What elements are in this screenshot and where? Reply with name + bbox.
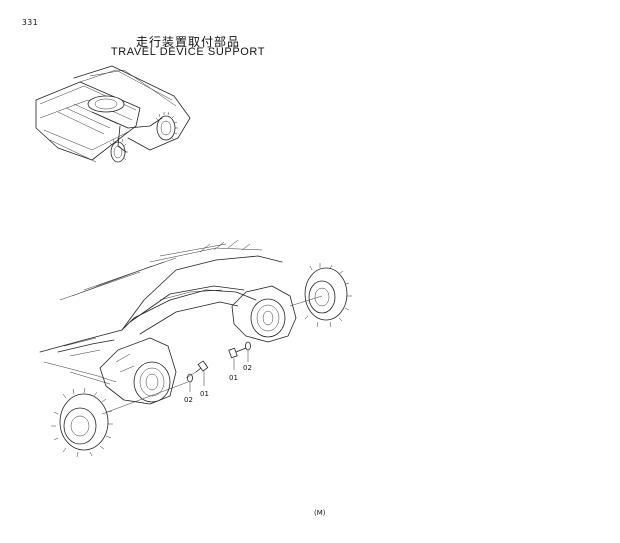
washer-right — [245, 341, 251, 351]
cross-beam — [129, 285, 245, 335]
motor-mount-right — [231, 285, 297, 343]
overview-right-track — [73, 65, 191, 151]
bolt-left — [185, 360, 209, 379]
track-frame — [39, 239, 283, 385]
callout-right-bolt: 01 — [229, 374, 238, 382]
title-english: TRAVEL DEVICE SUPPORT — [110, 46, 266, 58]
page-number: 331 — [22, 18, 38, 27]
travel-motor-sprocket-right — [304, 263, 352, 328]
bolt-right — [228, 347, 247, 359]
travel-motor-sprocket-left — [51, 387, 113, 458]
footer-mark: (M) — [314, 509, 326, 517]
washer-left — [187, 373, 193, 383]
overview-sprocket-lower — [109, 138, 128, 163]
callout-left-bolt: 01 — [200, 390, 209, 398]
overview-center-frame — [87, 95, 163, 153]
leader-lines — [189, 350, 249, 392]
callout-right-washer: 02 — [243, 364, 252, 372]
axis-lines — [101, 295, 323, 415]
overview-sprocket-upper — [155, 111, 178, 141]
title-japanese: 走行装置取付部品 — [135, 35, 240, 49]
callout-left-washer: 02 — [184, 396, 193, 404]
motor-mount-left — [99, 337, 177, 405]
